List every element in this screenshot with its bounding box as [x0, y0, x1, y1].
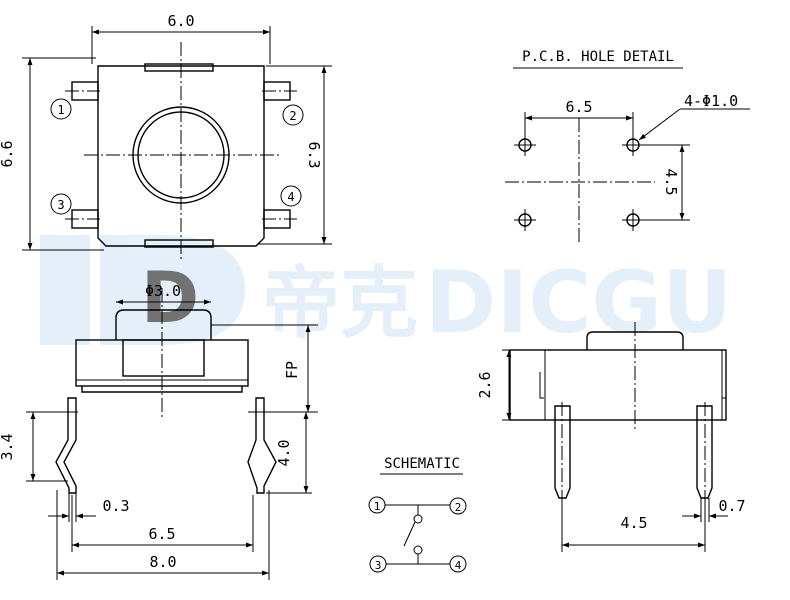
side-view: 2.6 4.5 0.7 [476, 322, 746, 552]
dim-top-width: 6.0 [167, 12, 194, 30]
watermark-text-en: DICGU [425, 253, 732, 353]
front-view: Φ3.0 FP 3.4 4.0 0.3 6.5 8.0 [0, 282, 318, 580]
schematic-pin-4: 4 [455, 559, 462, 572]
dim-lead-pitch: 6.5 [148, 525, 175, 543]
watermark-text-cn: 帝克 [262, 259, 418, 349]
dim-lead-height: 4.0 [275, 439, 293, 466]
schematic-title: SCHEMATIC [384, 456, 460, 472]
dim-overall-width: 8.0 [149, 553, 176, 571]
top-view: 1 2 3 4 6.0 6.6 6.3 [0, 12, 332, 262]
dim-fp: FP [283, 361, 301, 379]
dim-side-height: 2.6 [476, 371, 494, 398]
watermark-logo: D [40, 235, 245, 345]
schematic-pin-1: 1 [374, 500, 381, 513]
dim-top-height-inner: 6.3 [305, 141, 323, 168]
schematic: SCHEMATIC 1 2 3 4 [368, 456, 467, 573]
schematic-pin-3: 3 [375, 559, 382, 572]
dim-pcb-pitch-y: 4.5 [662, 168, 680, 195]
pcb-title: P.C.B. HOLE DETAIL [522, 49, 674, 65]
top-pin-4: 4 [287, 190, 294, 204]
dim-side-pitch: 4.5 [620, 514, 647, 532]
dim-top-height-outer: 6.6 [0, 140, 16, 167]
top-pin-3: 3 [57, 198, 64, 212]
svg-text:D: D [141, 257, 199, 339]
dim-pcb-pitch-x: 6.5 [565, 98, 592, 116]
dim-side-lead-width: 0.7 [718, 497, 745, 515]
pcb-hole-detail: P.C.B. HOLE DETAIL 6.5 4.5 4-Φ1.0 [505, 49, 750, 242]
schematic-pin-2: 2 [455, 501, 462, 514]
pcb-hole-callout: 4-Φ1.0 [684, 92, 738, 110]
dim-lead-thickness: 0.3 [102, 497, 129, 515]
top-pin-2: 2 [289, 109, 296, 123]
dim-body-height: 3.4 [0, 433, 16, 460]
watermark: D 帝克 DICGU [40, 235, 732, 353]
dim-plunger-dia: Φ3.0 [145, 282, 181, 300]
top-pin-1: 1 [57, 103, 64, 117]
